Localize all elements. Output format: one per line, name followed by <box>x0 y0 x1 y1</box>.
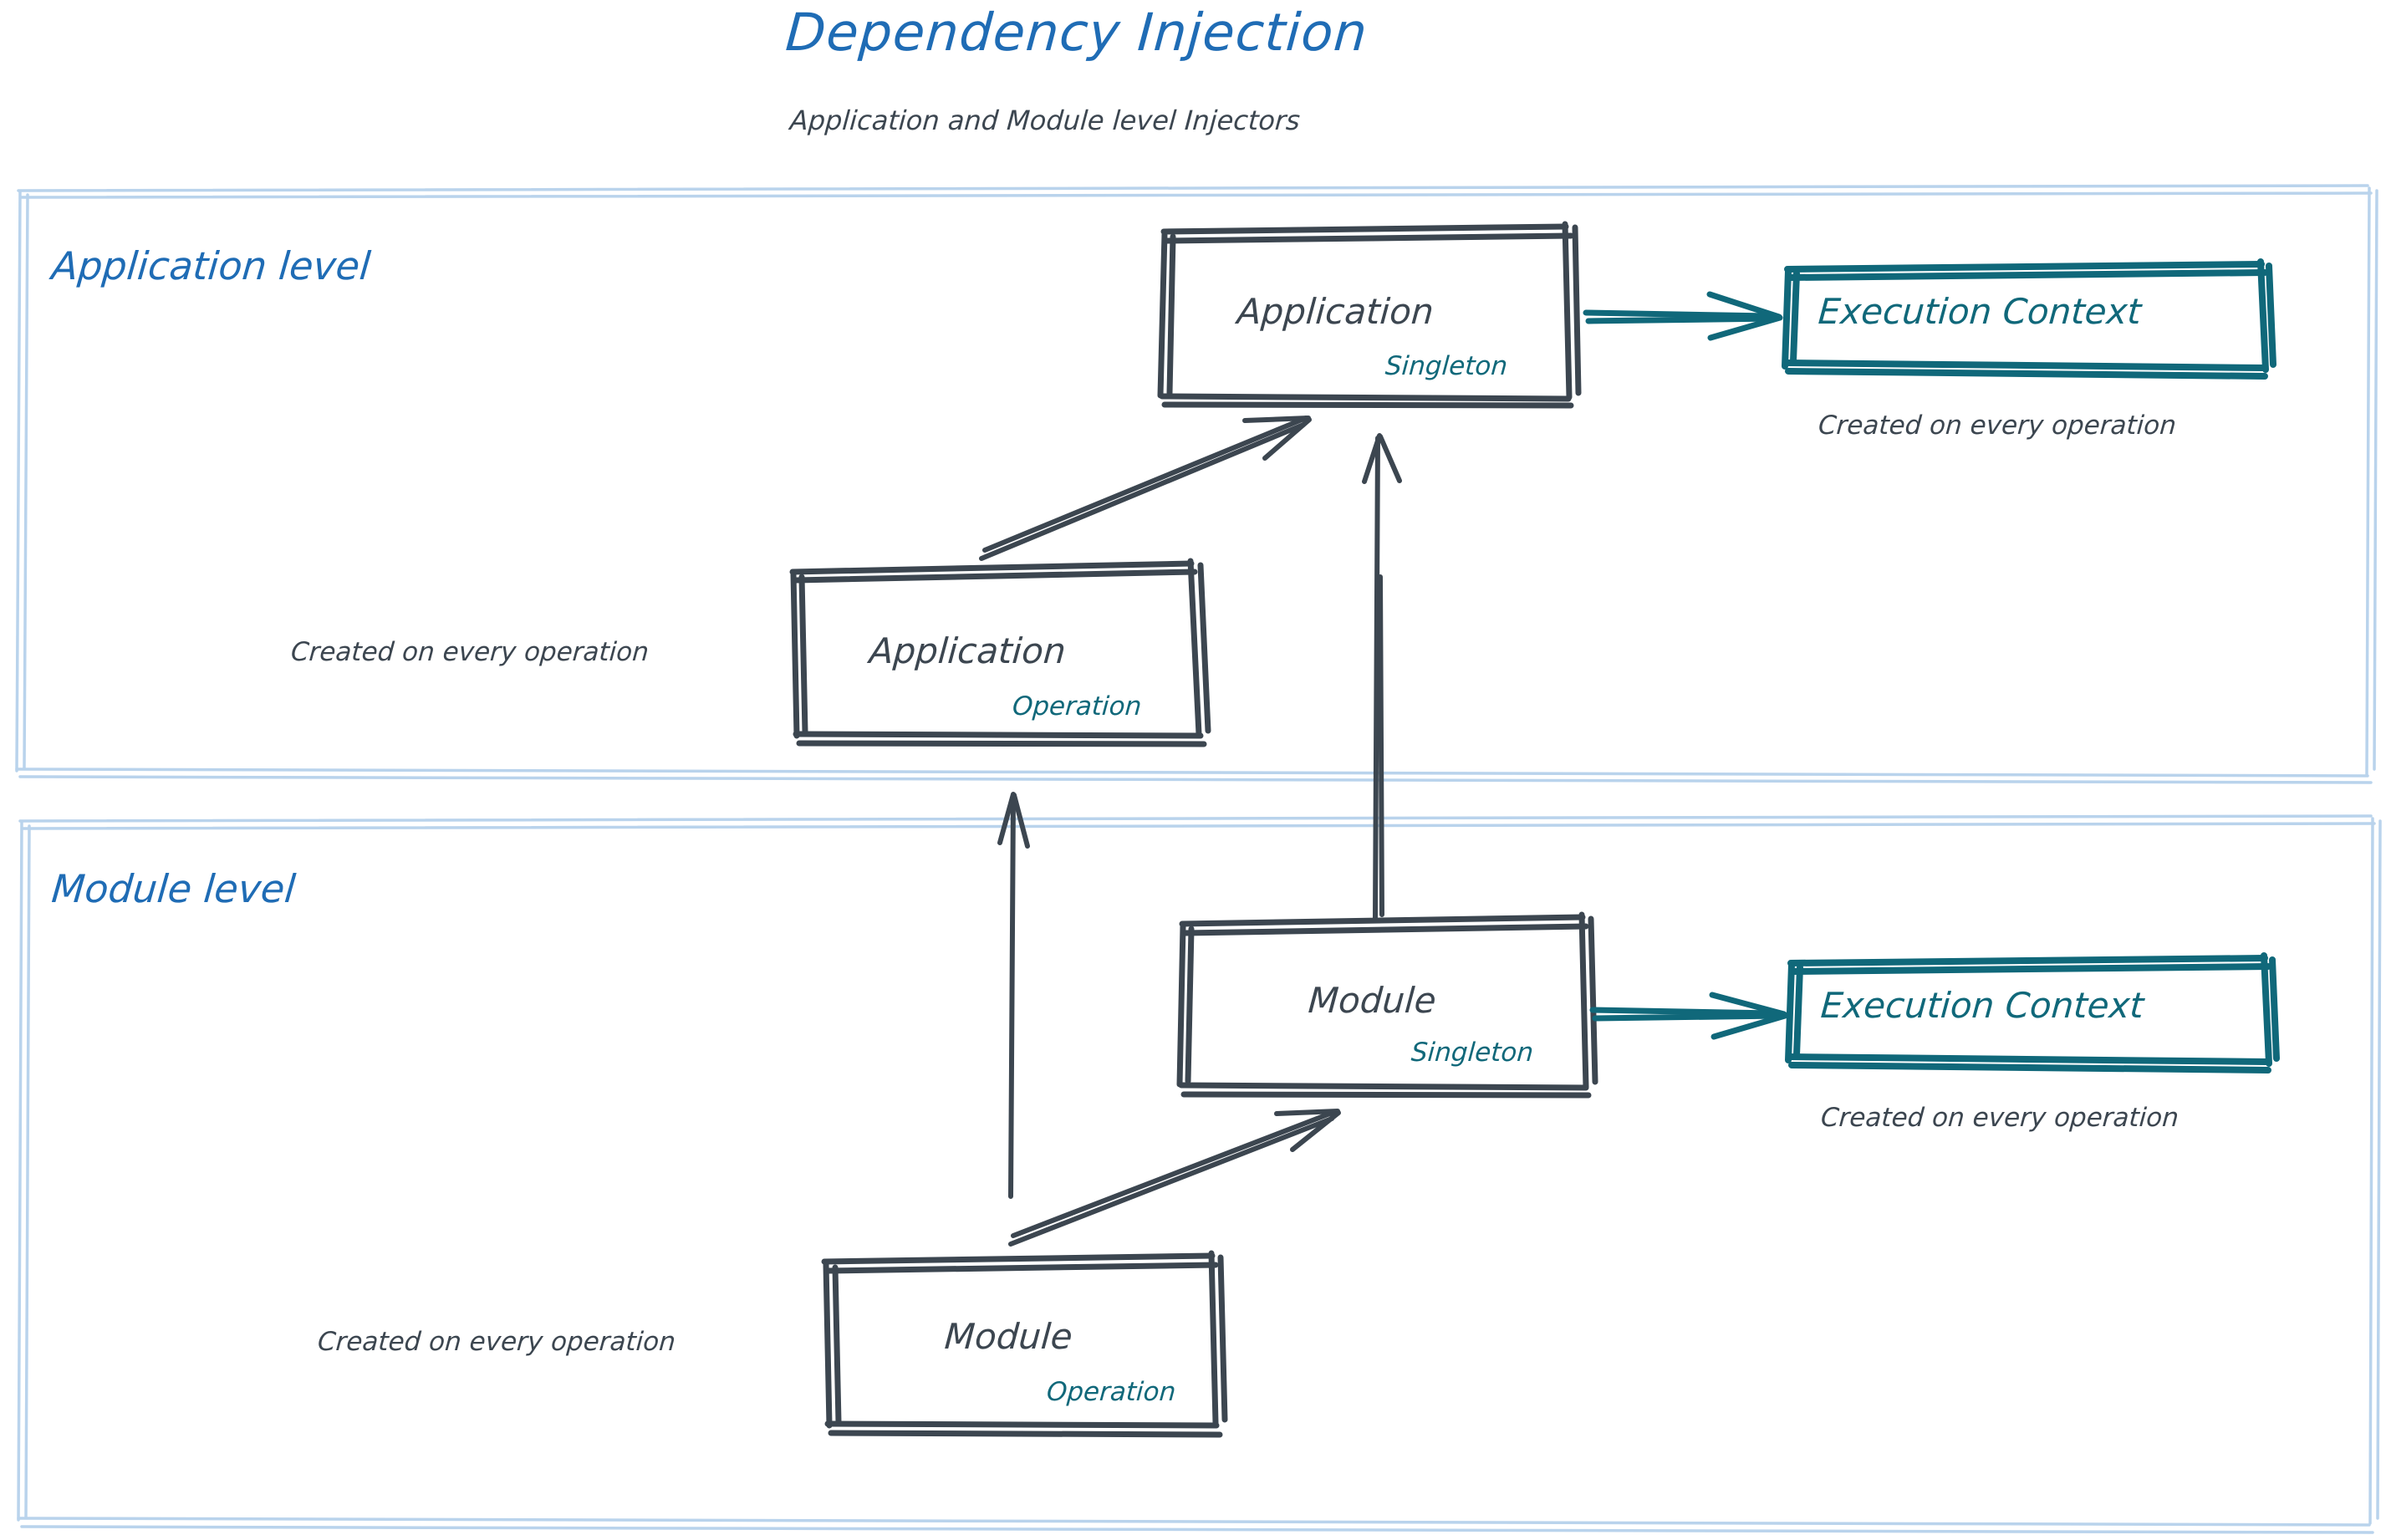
panel-module-level-border <box>17 814 2382 1534</box>
node-application-singleton-title[interactable]: Application <box>1236 291 1435 332</box>
note-application-execution-context: Created on every operation <box>1817 410 2178 441</box>
edge-module-operation-to-app-operation <box>997 792 1030 1199</box>
node-module-operation-title[interactable]: Module <box>943 1316 1074 1357</box>
edge-app-operation-to-app-singleton <box>979 416 1312 561</box>
node-module-operation-frame <box>821 1250 1228 1438</box>
node-module-execution-context-title[interactable]: Execution Context <box>1819 985 2145 1026</box>
note-module-operation: Created on every operation <box>316 1327 677 1357</box>
panel-label-module-level: Module level <box>49 866 298 911</box>
node-application-execution-context-title[interactable]: Execution Context <box>1817 291 2143 332</box>
node-application-operation-frame <box>789 558 1211 747</box>
node-module-execution-context-frame <box>1785 952 2280 1073</box>
panel-label-application-level: Application level <box>49 243 373 288</box>
note-application-operation: Created on every operation <box>289 637 650 667</box>
edge-app-singleton-to-execution-context <box>1583 291 1783 341</box>
edge-module-singleton-to-app-singleton <box>1362 433 1402 920</box>
node-application-singleton-scope: Singleton <box>1384 351 1509 381</box>
page-title: Dependency Injection <box>783 2 1370 63</box>
node-module-operation-scope: Operation <box>1045 1377 1177 1407</box>
node-application-operation-scope: Operation <box>1011 691 1143 722</box>
page-subtitle: Application and Module level Injectors <box>788 105 1302 136</box>
panel-application-level-border <box>15 184 2378 784</box>
edge-module-operation-to-module-singleton <box>1008 1109 1341 1247</box>
node-module-singleton-title[interactable]: Module <box>1307 980 1438 1021</box>
node-application-singleton-frame <box>1157 221 1582 409</box>
note-module-execution-context: Created on every operation <box>1819 1103 2180 1133</box>
node-application-operation-title[interactable]: Application <box>868 630 1068 671</box>
node-application-execution-context-frame <box>1782 258 2276 380</box>
node-module-singleton-frame <box>1176 911 1598 1099</box>
edge-module-singleton-to-execution-context <box>1589 992 1788 1040</box>
node-module-singleton-scope: Singleton <box>1410 1038 1535 1068</box>
